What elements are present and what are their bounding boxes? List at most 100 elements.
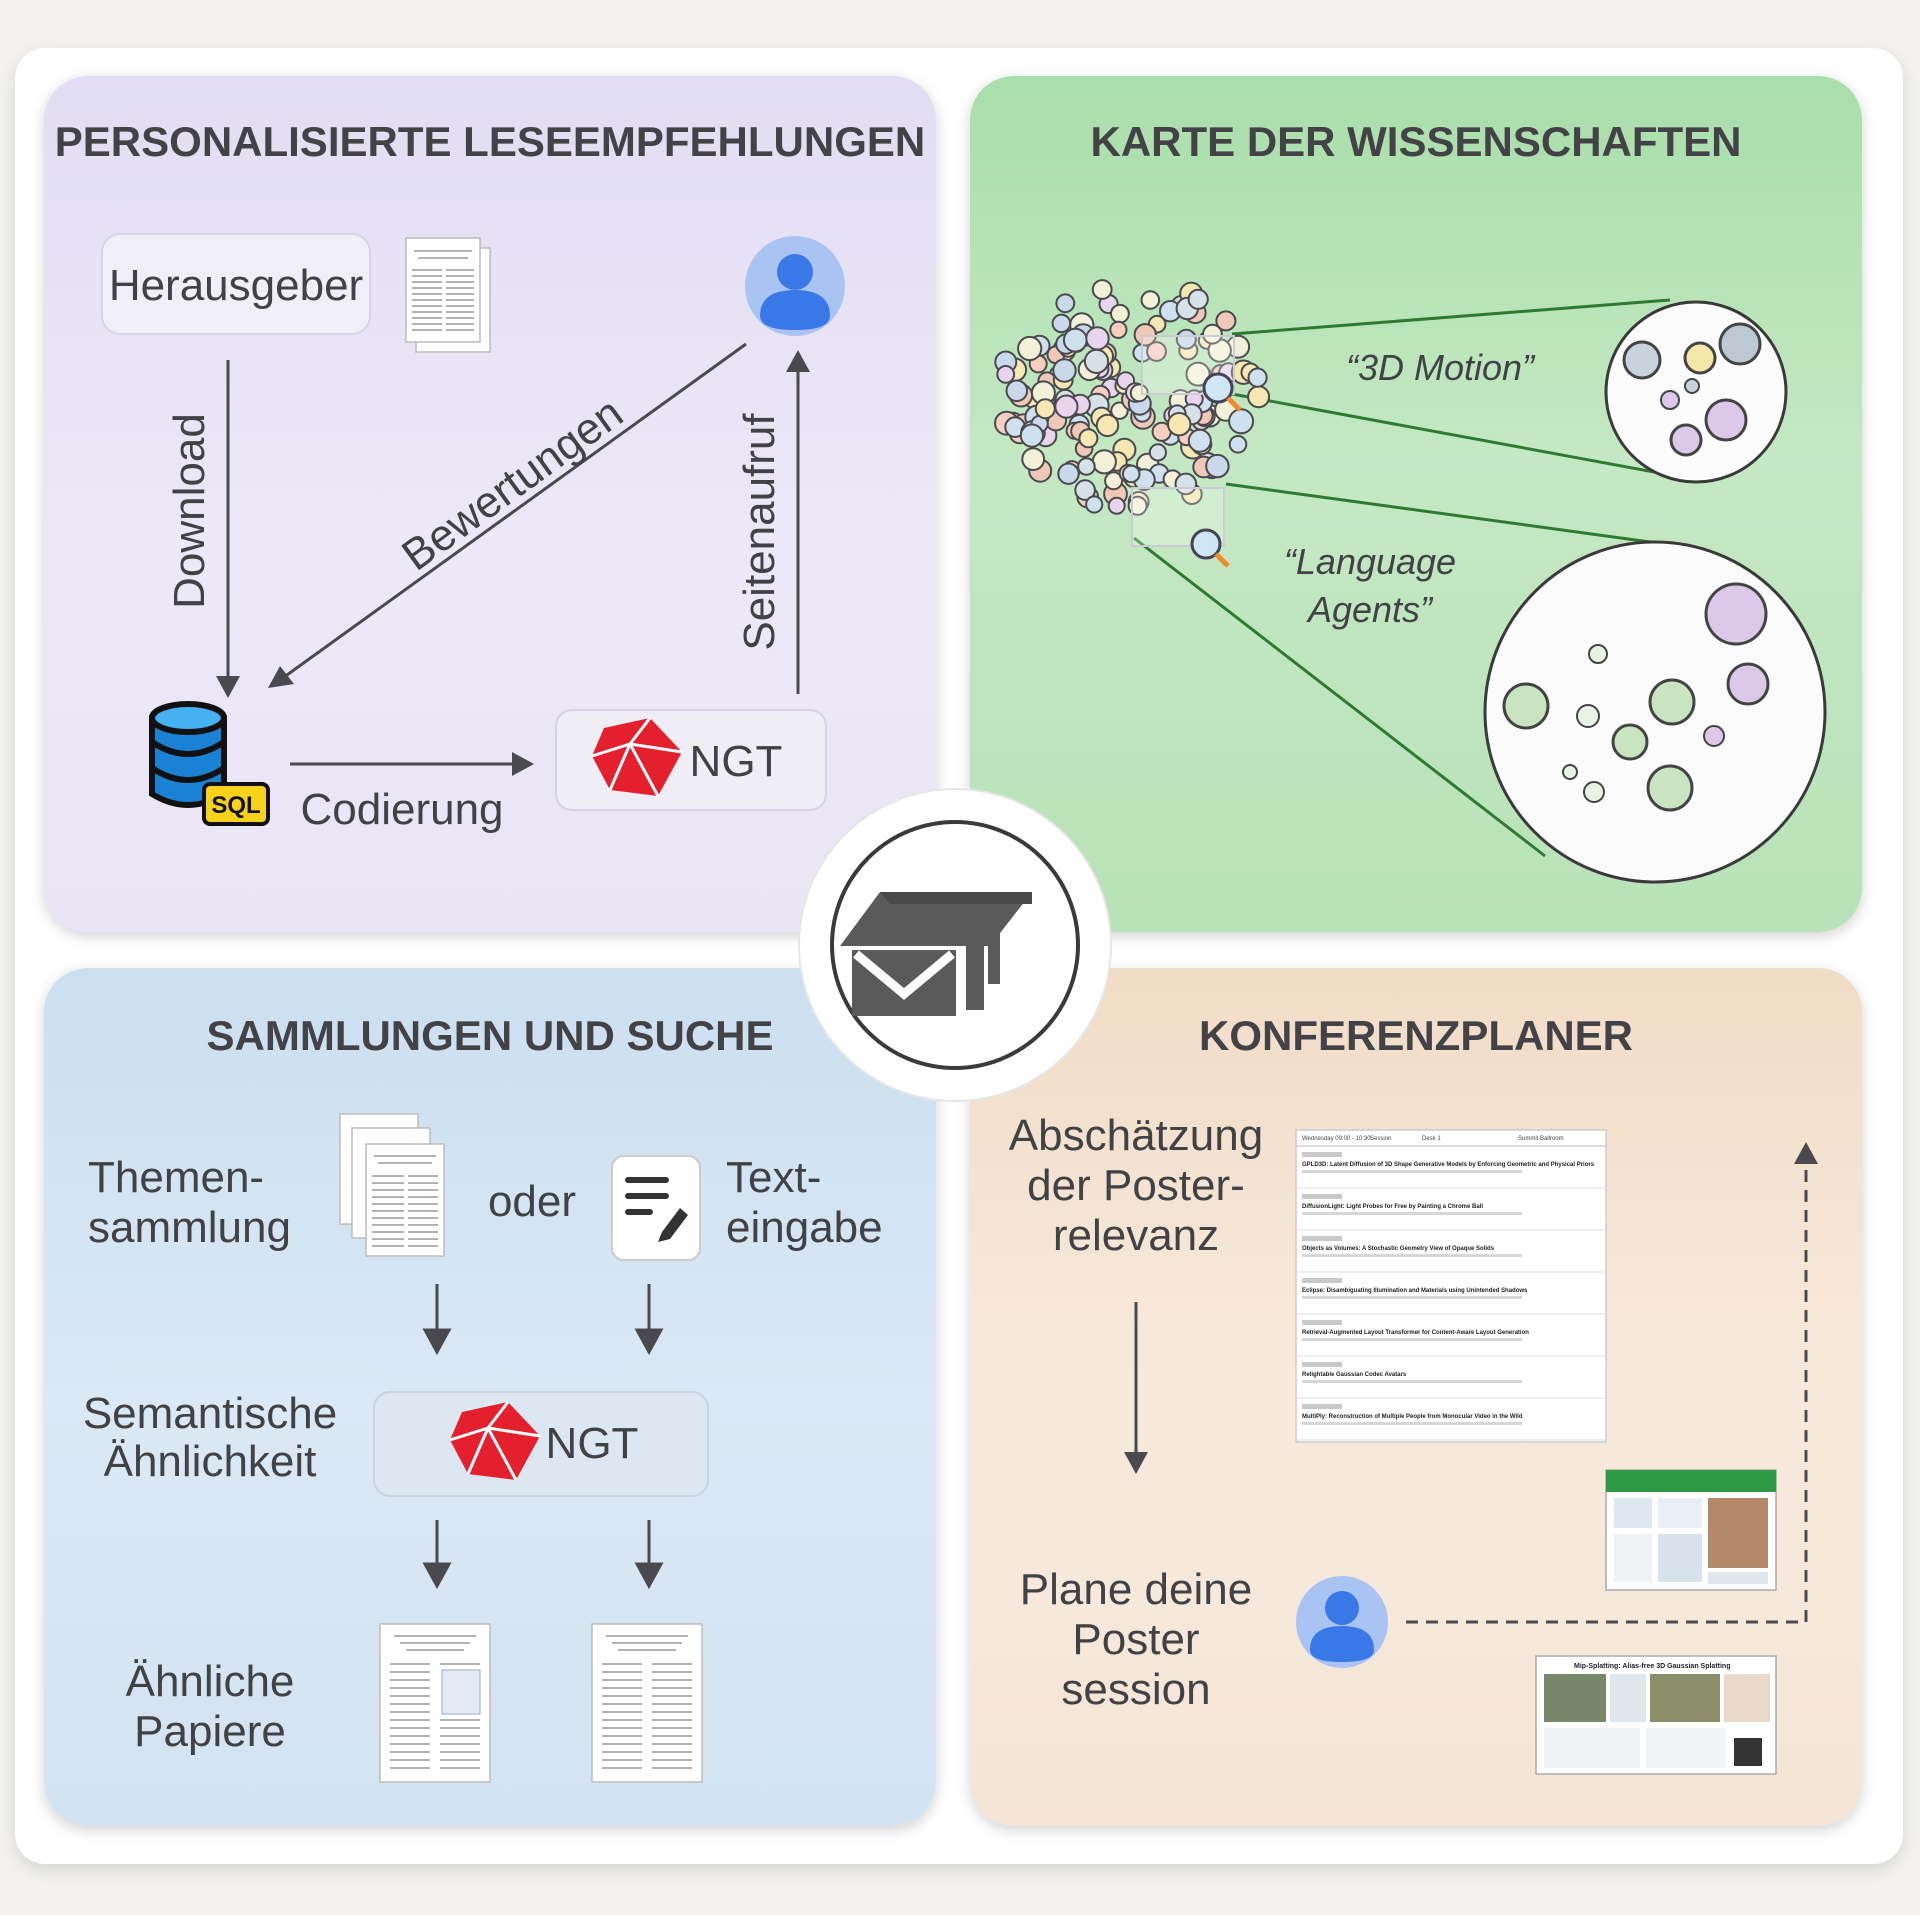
topic-collection-label-2: sammlung	[88, 1203, 291, 1252]
zoom-circle-3d-motion	[1604, 300, 1788, 484]
cluster-dot	[1205, 453, 1230, 479]
poster-list-authors	[1302, 1212, 1522, 1215]
center-badge	[800, 790, 1110, 1100]
panel-title-search: SAMMLUNGEN UND SUCHE	[207, 1012, 774, 1059]
graduation-cap-envelope-icon	[830, 820, 1080, 1070]
text-input-label-2: eingabe	[726, 1203, 883, 1252]
poster-list-item[interactable]: DiffusionLight: Light Probes for Free by…	[1302, 1204, 1483, 1210]
poster-list-item[interactable]: Relightable Gaussian Codec Avatars	[1302, 1372, 1407, 1378]
user-avatar-icon	[1296, 1576, 1388, 1668]
cluster-dot	[1091, 279, 1113, 300]
reading-recommendations-panel: PERSONALISIERTE LESEEMPFEHLUNGEN Herausg…	[44, 76, 936, 932]
similar-papers-label-1: Ähnliche	[126, 1657, 295, 1706]
cluster-dot	[1187, 288, 1209, 310]
poster-list-authors	[1302, 1170, 1522, 1173]
cluster-dot	[1146, 341, 1167, 362]
ngt-label-search: NGT	[546, 1419, 639, 1468]
cluster-dot	[1052, 358, 1077, 383]
page-call-label: Seitenaufruf	[735, 413, 784, 651]
cluster-dot	[1085, 495, 1104, 514]
conference-planner-panel: KONFERENZPLANER Abschätzung der Poster- …	[970, 968, 1862, 1826]
cluster-dot	[1019, 423, 1045, 448]
page-call-arrow	[786, 350, 810, 694]
cluster-dot	[1021, 447, 1046, 472]
publisher-label: Herausgeber	[109, 261, 363, 310]
panel-title-map: KARTE DER WISSENSCHAFTEN	[1090, 118, 1741, 165]
cluster-dot	[996, 365, 1016, 384]
ngt-box-search: NGT	[373, 1391, 709, 1497]
paper-scatter-cluster	[994, 279, 1271, 516]
cluster-label-language: “Language	[1284, 541, 1456, 582]
similar-papers-label-2: Papiere	[134, 1707, 286, 1756]
cluster-label-3d-motion: “3D Motion”	[1346, 347, 1536, 388]
cluster-dot	[1110, 303, 1130, 324]
list-header-time: Wednesday 09:00 - 10:30	[1302, 1136, 1371, 1142]
publisher-box: Herausgeber	[101, 233, 371, 335]
download-label: Download	[165, 413, 214, 609]
cluster-dot	[1091, 449, 1117, 475]
list-header-session: Session	[1370, 1136, 1391, 1142]
panel-title-reading: PERSONALISIERTE LESEEMPFEHLUNGEN	[55, 118, 925, 165]
poster-list-icons	[1302, 1278, 1342, 1283]
cluster-dot	[1228, 435, 1248, 454]
cluster-dot	[1127, 495, 1148, 516]
collections-search-panel: SAMMLUNGEN UND SUCHE Themen- sammlung od…	[44, 968, 936, 1826]
download-arrow	[216, 360, 240, 698]
ngt-label: NGT	[690, 737, 783, 786]
poster-list-icons	[1302, 1362, 1342, 1367]
semantic-similarity-label-2: Ähnlichkeit	[104, 1437, 317, 1486]
panel-title-conference: KONFERENZPLANER	[1199, 1012, 1633, 1059]
poster-list-icons	[1302, 1236, 1342, 1241]
cluster-dot	[1247, 385, 1271, 409]
ratings-arrow	[268, 342, 747, 688]
cluster-dot	[1215, 310, 1237, 332]
paper-stack-icon	[405, 237, 491, 353]
magnifier-icon-2	[1190, 528, 1230, 568]
poster-list-screenshot: Wednesday 09:00 - 10:30 Session Desk 1 S…	[1295, 1129, 1607, 1443]
poster-list-item[interactable]: MultiPly: Reconstruction of Multiple Peo…	[1302, 1414, 1523, 1420]
poster-list-item[interactable]: Eclipse: Disambiguating Illumination and…	[1302, 1288, 1528, 1294]
cluster-dot	[1202, 323, 1223, 345]
science-map-panel: KARTE DER WISSENSCHAFTEN “3D Motion” “La…	[970, 76, 1862, 932]
cluster-dot	[1085, 326, 1110, 351]
plan-label-1: Plane deine	[1020, 1565, 1252, 1614]
topic-collection-papers-icon	[339, 1113, 445, 1257]
poster-list-item[interactable]: Retrieval-Augmented Layout Transformer f…	[1302, 1330, 1529, 1336]
search-arrows	[422, 1284, 664, 1590]
poster-list-authors	[1302, 1380, 1522, 1383]
poster-list-icons	[1302, 1320, 1342, 1325]
poster-list-item[interactable]: GPLD3D: Latent Diffusion of 3D Shape Gen…	[1302, 1162, 1595, 1168]
plan-label-3: session	[1061, 1665, 1210, 1714]
cluster-dot	[1095, 413, 1120, 438]
cluster-dot	[1148, 443, 1167, 462]
cluster-dot	[1074, 479, 1096, 501]
text-input-label-1: Text-	[726, 1153, 821, 1202]
cluster-dot	[1107, 496, 1126, 515]
user-avatar-icon	[745, 236, 845, 336]
sql-database-icon: SQL	[149, 701, 270, 826]
encoding-arrow	[290, 752, 534, 776]
poster-list-icons	[1302, 1194, 1342, 1199]
poster-list-item[interactable]: Objects as Volumes: A Stochastic Geometr…	[1302, 1246, 1495, 1252]
plan-label-2: Poster	[1072, 1615, 1199, 1664]
cluster-dot	[1129, 383, 1149, 403]
cluster-dot	[1104, 471, 1124, 491]
cluster-dot	[1005, 379, 1029, 403]
poster-thumbnail-mip-splatting: Mip-Splatting: Alias-free 3D Gaussian Sp…	[1535, 1655, 1777, 1775]
cluster-dot	[1185, 361, 1211, 387]
cluster-dot	[1167, 412, 1192, 437]
encoding-label: Codierung	[300, 785, 503, 834]
ngt-box: NGT	[555, 709, 827, 811]
cluster-dot	[1054, 394, 1079, 419]
zoom-circle-language-agents	[1483, 540, 1827, 884]
ngt-logo-icon	[449, 1401, 541, 1481]
semantic-similarity-label-1: Semantische	[83, 1389, 337, 1438]
cluster-dot	[1109, 320, 1128, 339]
poster-list-icons	[1302, 1152, 1342, 1157]
similar-paper-thumbnail-1	[379, 1623, 491, 1783]
cluster-dot	[1228, 408, 1255, 435]
poster-list-icons	[1302, 1404, 1342, 1409]
estimate-arrow	[1124, 1302, 1148, 1474]
list-header-room: Summit Ballroom	[1518, 1136, 1564, 1142]
similar-paper-thumbnail-2	[591, 1623, 703, 1783]
